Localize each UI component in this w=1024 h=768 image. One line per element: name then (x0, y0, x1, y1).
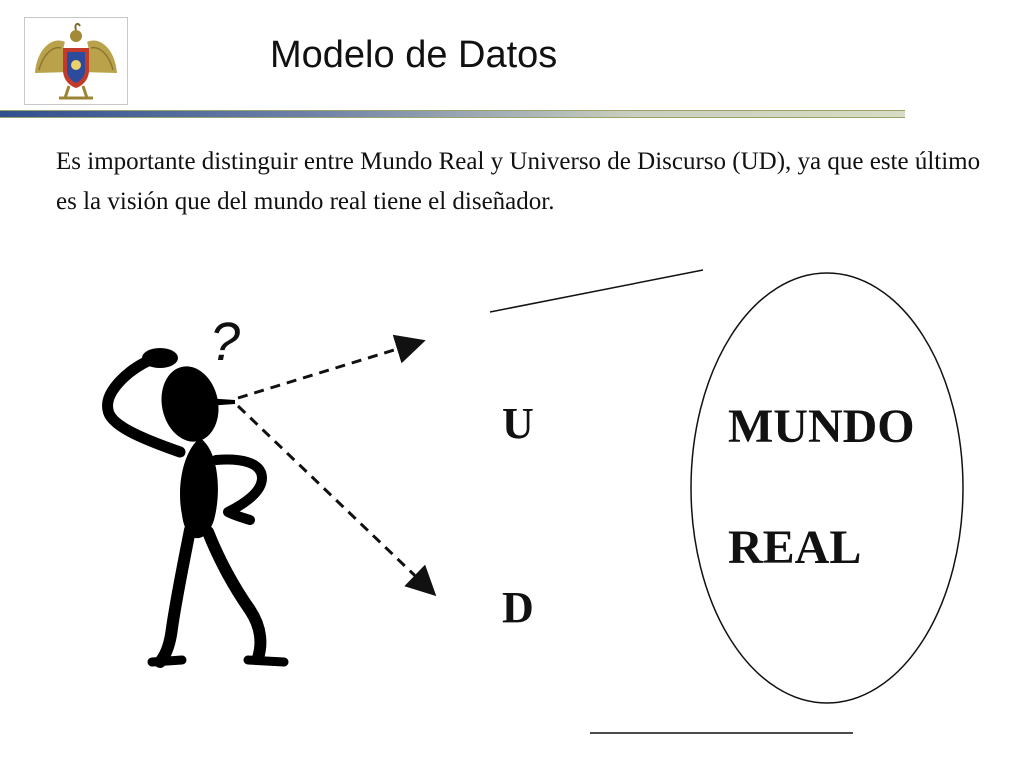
university-crest-icon (24, 17, 128, 105)
ud-top-line (489, 269, 704, 313)
mundo-real-ellipse (690, 272, 964, 704)
mundo-label: MUNDO (728, 400, 915, 453)
ud-letter-u: U (502, 399, 534, 448)
dashed-arrow-lower (236, 404, 437, 597)
dashed-arrow-upper (237, 334, 426, 400)
slide-body-text: Es importante distinguir entre Mundo Rea… (56, 148, 981, 215)
slide-title: Modelo de Datos (270, 34, 558, 76)
ud-letter-d: D (502, 583, 534, 632)
real-label: REAL (728, 521, 861, 574)
title-underline-bar (0, 109, 905, 119)
question-mark: ? (210, 312, 240, 372)
confused-stick-figure-icon: ? (102, 312, 289, 668)
